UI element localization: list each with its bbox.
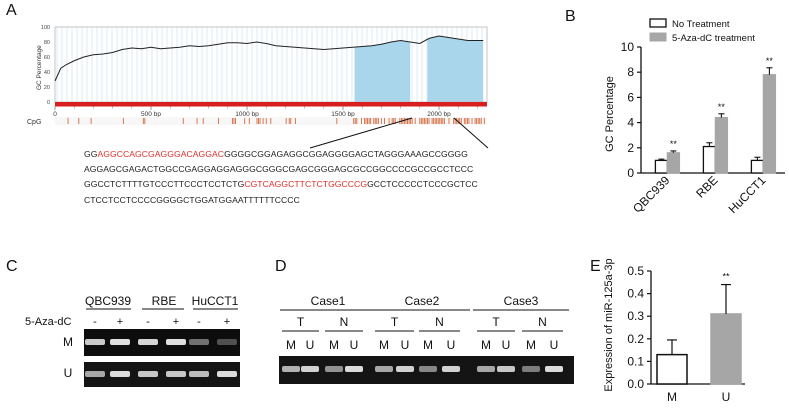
sequence-segment: CTCCTCCTCCCCGGGGCTGGATGGAATTTTTTCCCC: [84, 194, 300, 205]
sequence-line-3: GGCCTCTTTTGTCCCTTCCCTCCTCTGCGTCAGGCTTCTC…: [84, 177, 478, 192]
zoom-connector-left: [309, 117, 413, 149]
gc-percentage-line: [54, 35, 484, 82]
sequence-segment: GG: [84, 149, 98, 159]
zoom-connector-right: [453, 117, 489, 149]
ruler-tick-label: 1500 bp: [331, 111, 355, 118]
sequence-segment: GGCCTCTTTTGTCCCTTCCCTCCTCTG: [84, 179, 245, 190]
sequence-line-1: GGAGGCCAGCGAGGGACAGGACGGGGCGGAGAGGCGGAGG…: [84, 147, 478, 162]
ruler-tick-label: 2000 bp: [427, 111, 451, 118]
sequence-line-4: CTCCTCCTCCCCGGGGCTGGATGGAATTTTTTCCCC: [84, 193, 478, 208]
panel-letter-e: E: [590, 258, 601, 275]
cpg-track-label: CpG: [27, 119, 41, 126]
sequence-segment: GCCTCCCCCTCCCGCTCC: [367, 179, 478, 190]
cpg-island-region-2: [427, 36, 484, 102]
sequence-segment: GGGGCGGAGAGGCGGAGGGGAGCTAGGGAAAGCCGGGG: [224, 149, 468, 159]
cpg-island-highlights: [354, 36, 484, 102]
cpg-island-region-1: [354, 40, 411, 102]
gc-y-tick-label: 20: [44, 85, 50, 91]
gc-plot-background-stripes: [56, 27, 483, 102]
panel-letter-a: A: [6, 2, 17, 19]
ruler-tick-label: 0: [53, 111, 57, 118]
ruler-tick-label: 1000 bp: [235, 111, 259, 118]
promoter-sequence: GGAGGCCAGCGAGGGACAGGACGGGGCGGAGAGGCGGAGG…: [84, 147, 478, 208]
gc-y-tick-label: 60: [44, 55, 50, 61]
primer-sequence: CGTCAGGCTTCTCTGGCCCG: [244, 179, 368, 190]
gc-y-tick-label: 40: [44, 70, 50, 76]
cpg-site-marks: [67, 118, 485, 124]
gc-y-tick-label: 80: [44, 40, 50, 46]
sequence-ruler-ticks: 0 500 bp 1000 bp 1500 bp 2000 bp: [53, 106, 478, 118]
gc-y-tick-label: 0: [47, 100, 50, 106]
ruler-tick-label: 500 bp: [141, 111, 161, 118]
panel-letter-c: C: [6, 258, 18, 275]
gc-y-axis-label: GC Percentage: [36, 45, 43, 90]
primer-sequence: AGGCCAGCGAGGGACAGGAC: [97, 149, 225, 159]
sequence-segment: AGGAGCGAGACTGGCCGAGGAGGAGGGCGGGCGAGCGGGA…: [84, 164, 474, 175]
gc-y-tick-label: 100: [41, 25, 50, 31]
sequence-ruler-bar: [55, 102, 487, 107]
panel-letter-d: D: [275, 258, 287, 275]
sequence-line-2: AGGAGCGAGACTGGCCGAGGAGGAGGGCGGGCGAGCGGGA…: [84, 162, 478, 177]
gc-y-ticks: 0 20 40 60 80 100: [41, 25, 50, 106]
panel-letter-b: B: [565, 8, 576, 25]
